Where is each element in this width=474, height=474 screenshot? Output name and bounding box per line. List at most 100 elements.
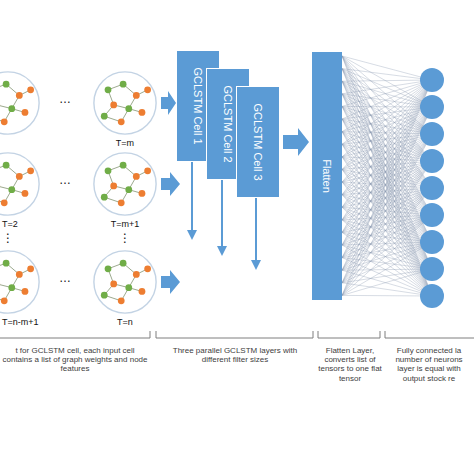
dense-link	[342, 215, 432, 295]
dense-link	[342, 134, 432, 232]
dense-link	[342, 270, 432, 296]
dense-link	[342, 283, 432, 296]
dense-link	[342, 134, 432, 258]
dense-link	[342, 161, 432, 283]
input-arrow	[161, 91, 176, 115]
input-arrow	[161, 172, 180, 196]
layer-name: GCLSTM Cell 2	[222, 85, 234, 162]
output-arrow	[255, 196, 257, 262]
dense-link	[342, 80, 432, 182]
dense-link	[342, 157, 432, 215]
ellipsis: …	[50, 174, 80, 188]
flow-arrow	[283, 128, 309, 156]
dense-link	[342, 161, 432, 245]
dense-link	[342, 295, 432, 297]
dense-link	[342, 56, 432, 296]
bracket	[0, 331, 150, 338]
time-step: T=m	[95, 138, 155, 148]
dense-link	[342, 188, 432, 270]
bracket	[385, 331, 474, 338]
neuron	[420, 203, 444, 227]
dense-link	[342, 215, 432, 232]
layer-name: GCLSTM Cell 1	[192, 67, 204, 144]
time-step: T=n	[95, 317, 155, 327]
input-arrow	[161, 270, 180, 294]
graph-snapshot	[94, 251, 156, 313]
dense-link	[342, 132, 432, 215]
time-step: T=n-m+1	[2, 317, 52, 327]
caption-note: Three parallel GCLSTM layers with differ…	[160, 346, 310, 364]
dense-link	[342, 69, 432, 188]
bracket	[156, 331, 313, 338]
caption-note: Flatten Layer, converts list of tensors …	[318, 346, 382, 383]
dense-link	[342, 107, 432, 232]
dense-link	[342, 94, 432, 296]
graph-snapshot	[94, 72, 156, 134]
dense-link	[342, 161, 432, 270]
gclstm-cell: GCLSTM Cell 3	[236, 86, 280, 198]
dense-link	[342, 215, 432, 283]
dense-link	[342, 245, 432, 269]
dense-link	[342, 157, 432, 161]
neuron	[420, 176, 444, 200]
dense-link	[342, 69, 432, 242]
dense-link	[342, 134, 432, 295]
output-arrow	[221, 178, 223, 248]
time-step: T=2	[2, 219, 42, 229]
dense-link	[342, 81, 432, 242]
caption-note: Fully connected la number of neurons lay…	[387, 346, 471, 383]
arrow-head	[187, 230, 197, 240]
ellipsis: ⋮	[0, 232, 16, 246]
ellipsis: …	[50, 93, 80, 107]
dense-link	[342, 80, 432, 295]
graph-snapshot	[0, 72, 39, 134]
dense-link	[342, 107, 432, 169]
time-step: T=m+1	[95, 219, 155, 229]
dense-link	[342, 56, 432, 269]
graph-snapshot	[0, 153, 39, 215]
dense-link	[342, 269, 432, 295]
dense-link	[342, 144, 432, 269]
dense-link	[342, 215, 432, 270]
dense-link	[342, 134, 432, 283]
dense-link	[342, 107, 432, 207]
graph-snapshot	[0, 251, 39, 313]
neuron	[420, 257, 444, 281]
dense-link	[342, 269, 432, 270]
dense-link	[342, 107, 432, 295]
dense-link	[342, 80, 432, 119]
graph-snapshot	[94, 153, 156, 215]
dense-link	[342, 56, 432, 80]
ellipsis: ⋮	[117, 232, 133, 246]
layer-name: GCLSTM Cell 3	[252, 103, 264, 180]
neuron	[420, 149, 444, 173]
dense-link	[342, 182, 432, 242]
dense-link	[342, 242, 432, 295]
flatten-layer: Flatten	[312, 52, 342, 300]
dense-link	[342, 80, 432, 258]
dense-link	[342, 107, 432, 270]
bracket	[318, 331, 380, 338]
caption-note: t for GCLSTM cell, each input cell conta…	[2, 346, 148, 374]
dense-link	[342, 119, 432, 296]
dense-link	[342, 69, 432, 296]
dense-link	[342, 215, 432, 258]
arrow-head	[251, 260, 261, 270]
dense-link	[342, 80, 432, 81]
neuron	[420, 230, 444, 254]
dense-link	[342, 242, 432, 283]
neuron	[420, 68, 444, 92]
neuron	[420, 122, 444, 146]
dense-link	[342, 106, 432, 296]
dense-link	[342, 134, 432, 207]
output-arrow	[191, 160, 193, 232]
neuron	[420, 95, 444, 119]
dense-link	[342, 188, 432, 195]
dense-link	[342, 119, 432, 269]
layer-name: Flatten	[321, 159, 333, 193]
dense-link	[342, 161, 432, 295]
dense-link	[342, 107, 432, 245]
dense-link	[342, 107, 432, 258]
dense-link	[342, 107, 432, 283]
dense-link	[342, 81, 432, 296]
